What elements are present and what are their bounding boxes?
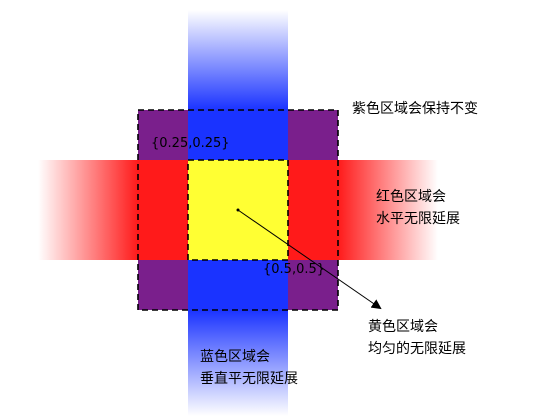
red-band-left-extension xyxy=(38,160,138,260)
coord-label-bottom-right: {0.5,0.5} xyxy=(263,262,326,277)
purple-corner-bottom-right xyxy=(288,260,338,310)
red-edge-left xyxy=(138,160,188,260)
blue-band-top-extension xyxy=(188,10,288,110)
inner-dashed-border xyxy=(187,159,289,261)
blue-region-label-line2: 垂直平无限延展 xyxy=(200,371,298,387)
purple-region-label: 紫色区域会保持不变 xyxy=(352,101,478,117)
outer-dashed-border xyxy=(137,109,339,311)
blue-edge-bottom xyxy=(188,260,288,310)
purple-corner-top-right xyxy=(288,110,338,160)
red-region-label-line2: 水平无限延展 xyxy=(376,211,460,227)
purple-corner-top-left xyxy=(138,110,188,160)
blue-band-bottom-extension xyxy=(188,310,288,416)
red-edge-right xyxy=(288,160,338,260)
purple-corner-bottom-left xyxy=(138,260,188,310)
red-region-label-line1: 红色区域会 xyxy=(376,189,446,205)
red-band-right-extension xyxy=(338,160,438,260)
yellow-pointer-arrow xyxy=(237,209,382,310)
blue-region-label-line1: 蓝色区域会 xyxy=(200,349,270,365)
yellow-region-label-line1: 黄色区域会 xyxy=(368,319,438,335)
yellow-region-label-line2: 均匀的无限延展 xyxy=(368,341,466,357)
coord-label-top-left: {0.25,0.25} xyxy=(151,136,230,151)
arrow-origin-dot xyxy=(236,208,240,212)
blue-edge-top xyxy=(188,110,288,160)
